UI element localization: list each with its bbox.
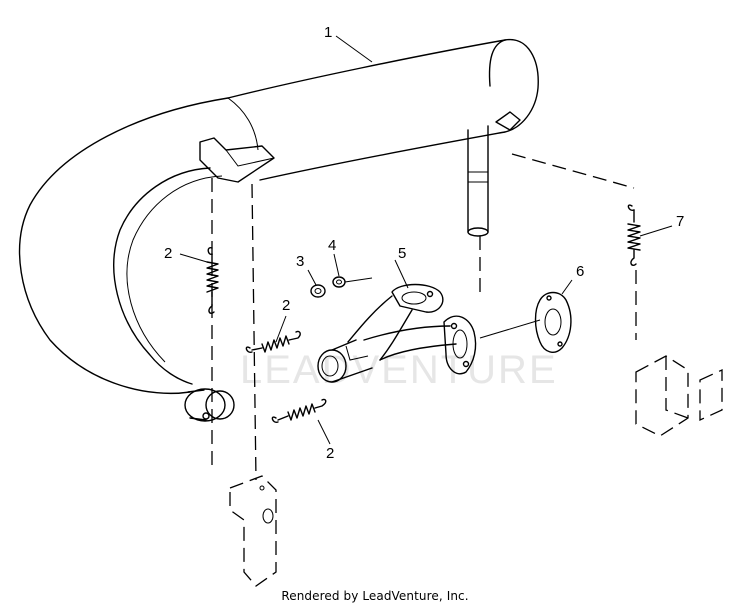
spring-part-2c[interactable] xyxy=(271,398,331,445)
y-pipe-part-5[interactable] xyxy=(317,259,477,383)
callout-2-middle: 2 xyxy=(282,297,290,314)
callout-5: 5 xyxy=(398,245,406,262)
spring-part-7[interactable] xyxy=(627,204,673,267)
watermark-text: LEADVENTURE xyxy=(240,348,558,392)
muffler-part-1[interactable] xyxy=(18,35,539,422)
gasket-part-6[interactable] xyxy=(479,279,573,353)
nut-part-3[interactable] xyxy=(307,269,326,298)
callout-4: 4 xyxy=(328,237,336,254)
assembly-guide-lines xyxy=(211,153,637,481)
frame-bracket-left xyxy=(229,475,277,587)
spring-part-2b[interactable] xyxy=(245,315,301,353)
callout-2-upper: 2 xyxy=(164,245,172,262)
frame-bracket-right xyxy=(635,355,723,437)
render-credit: Rendered by LeadVenture, Inc. xyxy=(281,589,469,603)
callouts: 1 2 2 2 3 4 5 6 7 xyxy=(164,24,684,462)
spring-part-2a[interactable] xyxy=(179,247,219,315)
callout-2-lower: 2 xyxy=(326,445,334,462)
callout-3: 3 xyxy=(296,253,304,270)
callout-1: 1 xyxy=(324,24,332,41)
callout-6: 6 xyxy=(576,263,584,280)
washer-part-4[interactable] xyxy=(332,253,373,288)
watermark: LEADVENTURE xyxy=(240,348,558,392)
callout-7: 7 xyxy=(676,213,684,230)
